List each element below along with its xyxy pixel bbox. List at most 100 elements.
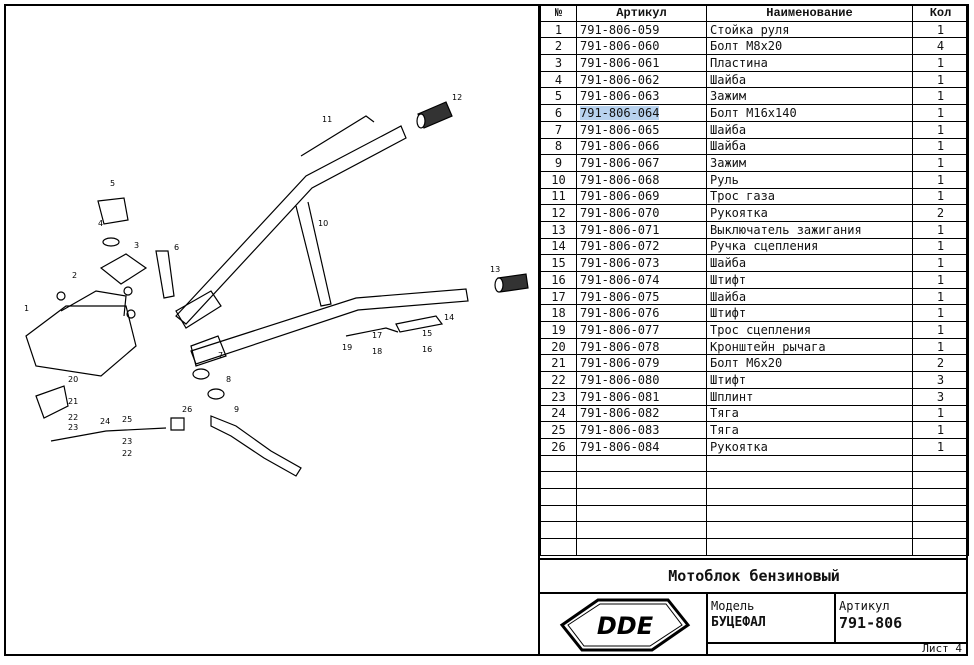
handlebar-upper: [175, 125, 407, 325]
empty-row: [540, 454, 969, 473]
row-article: 791-806-071: [576, 220, 707, 239]
row-name: Руль: [706, 170, 913, 189]
header-qty: Кол: [912, 4, 969, 22]
product-title: Мотоблок бензиновый: [540, 560, 968, 594]
empty-cell: [576, 454, 707, 473]
callout-17: 17: [372, 331, 382, 340]
logo-cell: DDE: [540, 594, 708, 656]
row-qty: 1: [912, 87, 969, 106]
row-qty: 1: [912, 20, 969, 39]
callout-22b: 22: [122, 449, 132, 458]
empty-row: [540, 538, 969, 556]
row-qty: 1: [912, 54, 969, 72]
row-article: 791-806-076: [576, 304, 707, 323]
rod-24-25: [50, 427, 167, 442]
callout-8: 8: [226, 375, 231, 384]
row-article: 791-806-075: [576, 287, 707, 306]
row-article: 791-806-062: [576, 70, 707, 89]
exploded-diagram-svg: 1 2 3 4 5 6 7 8 9 10 11 12 13 14 15 16 1…: [24, 93, 529, 477]
empty-cell: [912, 471, 969, 489]
row-num: 8: [540, 137, 577, 156]
row-name: Ручка сцепления: [706, 237, 913, 256]
row-qty: 1: [912, 287, 969, 306]
row-name: Стойка руля: [706, 20, 913, 39]
row-qty: 1: [912, 70, 969, 89]
row-qty: 3: [912, 387, 969, 406]
empty-row: [540, 504, 969, 523]
article-label: Артикул: [839, 599, 890, 613]
row-article: 791-806-064: [576, 104, 707, 122]
row-num: 7: [540, 120, 577, 139]
row-num: 1: [540, 20, 577, 39]
clamp-5: [97, 197, 129, 225]
row-qty: 1: [912, 220, 969, 239]
article-cell: Артикул 791-806: [836, 594, 968, 644]
table-header-row: № Артикул Наименование Кол: [540, 4, 969, 22]
empty-cell: [706, 538, 913, 556]
header-num: №: [540, 4, 577, 22]
row-article: 791-806-079: [576, 354, 707, 373]
model-cell: Модель БУЦЕФАЛ: [708, 594, 836, 644]
row-qty: 2: [912, 354, 969, 373]
empty-cell: [706, 454, 913, 473]
row-num: 16: [540, 271, 577, 289]
row-name: Штифт: [706, 371, 913, 389]
callout-7: 7: [218, 351, 223, 360]
row-qty: 1: [912, 104, 969, 122]
row-num: 2: [540, 37, 577, 56]
washer-7: [192, 368, 210, 380]
row-article: 791-806-060: [576, 37, 707, 56]
handlebar-bracket-upper: [175, 290, 222, 329]
callout-3: 3: [134, 241, 139, 250]
callout-5: 5: [110, 179, 115, 188]
empty-cell: [540, 538, 577, 556]
row-name: Трос сцепления: [706, 321, 913, 339]
row-name: Зажим: [706, 154, 913, 172]
empty-cell: [576, 471, 707, 489]
row-name: Шайба: [706, 287, 913, 306]
row-num: 10: [540, 170, 577, 189]
empty-cell: [540, 454, 577, 473]
grip-13: [494, 273, 529, 293]
column-plate: [60, 290, 127, 317]
row-article: 791-806-082: [576, 404, 707, 423]
callout-10: 10: [318, 219, 328, 228]
row-qty: 2: [912, 204, 969, 222]
row-name: Штифт: [706, 271, 913, 289]
row-article: 791-806-074: [576, 271, 707, 289]
empty-cell: [912, 521, 969, 539]
empty-cell: [540, 487, 577, 506]
row-qty: 1: [912, 170, 969, 189]
row-num: 5: [540, 87, 577, 106]
row-qty: 1: [912, 237, 969, 256]
row-qty: 1: [912, 437, 969, 456]
row-name: Шплинт: [706, 387, 913, 406]
